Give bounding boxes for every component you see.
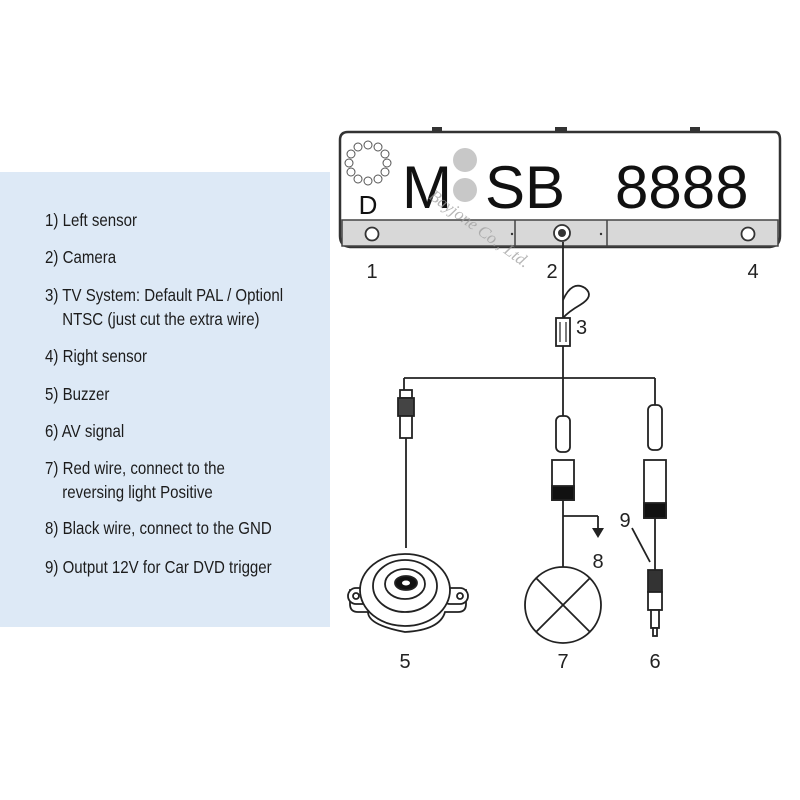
legend-item-av-signal: 6) AV signal bbox=[45, 421, 125, 441]
callout-9: 9 bbox=[619, 510, 630, 532]
plate-letter-m: M bbox=[402, 154, 452, 221]
callout-4: 4 bbox=[747, 261, 758, 283]
red-wire-connector bbox=[551, 415, 575, 501]
tv-system-box bbox=[555, 317, 571, 347]
wiring bbox=[403, 242, 656, 570]
callout-5: 5 bbox=[399, 651, 410, 673]
legend-item-right-sensor: 4) Right sensor bbox=[45, 346, 148, 366]
callout-7: 7 bbox=[557, 651, 568, 673]
legend-item-camera: 2) Camera bbox=[45, 247, 117, 267]
plate-sticker-top bbox=[453, 148, 477, 172]
eu-stars-icon bbox=[344, 140, 392, 186]
plate-letters-sb: SB bbox=[485, 154, 565, 221]
reversing-light-icon bbox=[524, 566, 602, 644]
callout-2: 2 bbox=[546, 261, 557, 283]
legend-item-left-sensor: 1) Left sensor bbox=[45, 210, 138, 230]
legend-panel bbox=[0, 172, 330, 627]
av-connector bbox=[643, 404, 667, 519]
plate-digits: 8888 bbox=[615, 154, 748, 221]
legend-item-buzzer: 5) Buzzer bbox=[45, 384, 110, 404]
buzzer-icon bbox=[347, 553, 469, 633]
rca-plug-icon bbox=[647, 569, 663, 637]
buzzer-connector bbox=[397, 389, 415, 439]
left-sensor-icon bbox=[364, 226, 380, 242]
callout-6: 6 bbox=[649, 651, 660, 673]
legend-item-black-wire: 8) Black wire, connect to the GND bbox=[45, 518, 272, 538]
callout-8: 8 bbox=[592, 551, 603, 573]
callout-3: 3 bbox=[576, 317, 587, 339]
legend-item-dvd-trigger: 9) Output 12V for Car DVD trigger bbox=[45, 557, 272, 577]
ground-arrow-icon bbox=[592, 528, 604, 538]
callout-1: 1 bbox=[366, 261, 377, 283]
license-plate: D M SB 8888 bbox=[338, 127, 782, 249]
plate-sticker-bottom bbox=[453, 178, 477, 202]
right-sensor-icon bbox=[740, 226, 756, 242]
plate-country-code: D bbox=[359, 190, 378, 220]
